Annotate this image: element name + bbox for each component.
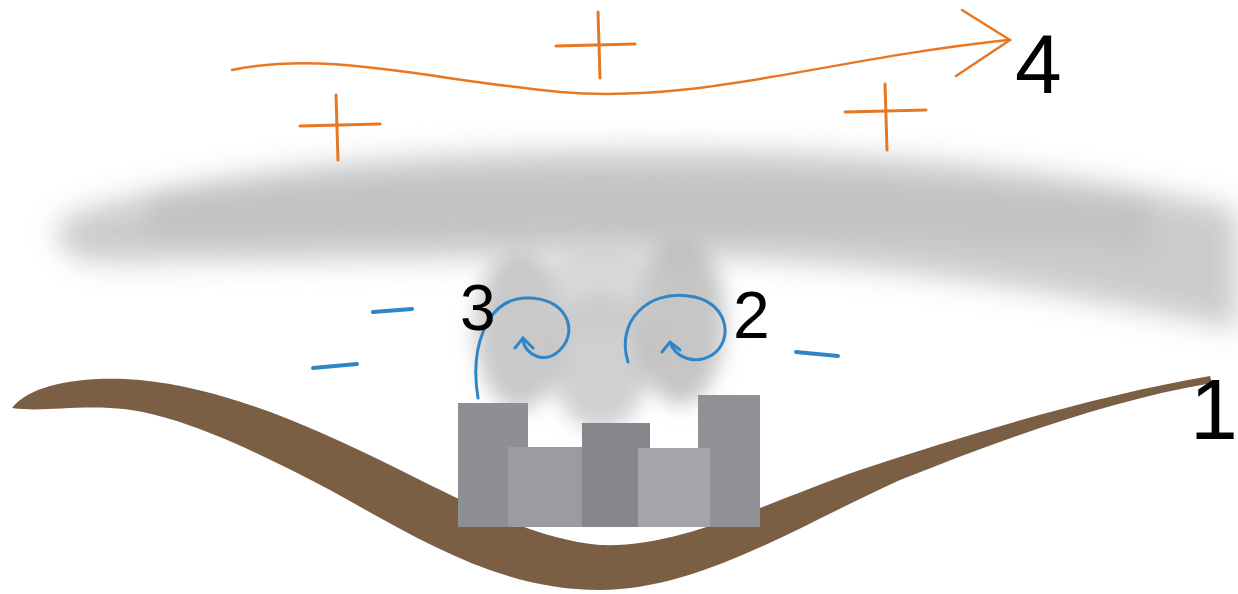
callout-number: 4 [1015, 22, 1062, 106]
city-buildings [458, 395, 760, 527]
callout-number: 3 [460, 276, 496, 340]
callout-number: 1 [1190, 366, 1238, 452]
plus-sign [300, 12, 926, 160]
warm-air-arrow [232, 10, 1010, 94]
cool-air-eddy [476, 295, 725, 398]
callout-number: 2 [733, 282, 770, 348]
valley-ground [12, 376, 1212, 590]
smog-plume [475, 235, 725, 430]
